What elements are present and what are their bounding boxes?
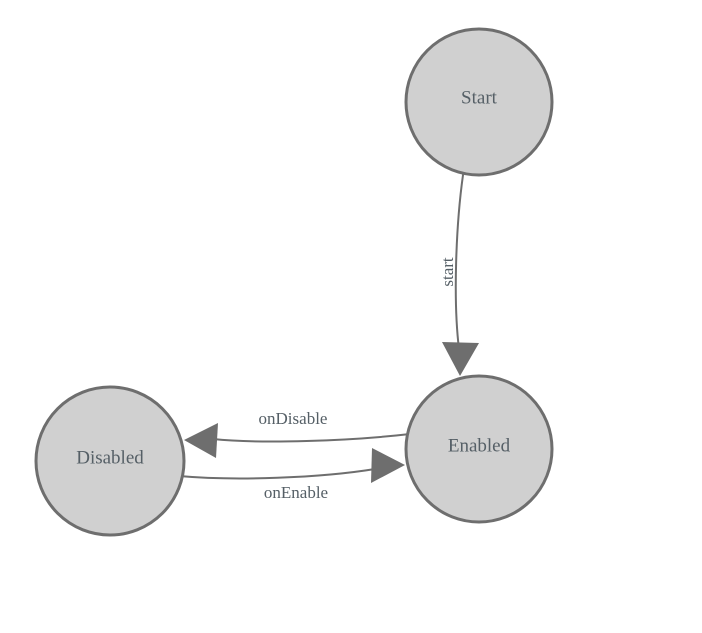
node-disabled-label: Disabled [76, 447, 144, 468]
node-start-circle [404, 27, 554, 177]
node-start[interactable]: Start [404, 27, 554, 177]
edge-enabled-to-disabled[interactable]: onDisable [184, 409, 411, 458]
node-start-label: Start [461, 87, 498, 108]
node-enabled[interactable]: Enabled [404, 374, 554, 524]
edge-start-to-enabled[interactable]: start [438, 174, 479, 376]
edge-label-ondisable: onDisable [259, 409, 328, 428]
edge-label-start: start [438, 257, 457, 287]
edge-enabled-to-disabled-arrowhead [184, 423, 218, 458]
node-disabled-circle [34, 385, 186, 537]
node-enabled-label: Enabled [448, 435, 511, 456]
edge-disabled-to-enabled-arrowhead [371, 448, 405, 483]
node-disabled[interactable]: Disabled [34, 385, 186, 537]
edge-start-to-enabled-arrowhead [442, 342, 479, 376]
edge-start-to-enabled-path [454, 174, 464, 350]
edge-enabled-to-disabled-path [212, 433, 411, 443]
node-enabled-circle [404, 374, 554, 524]
edge-disabled-to-enabled[interactable]: onEnable [178, 448, 405, 502]
edge-label-onenable: onEnable [264, 483, 328, 502]
edge-disabled-to-enabled-path [178, 468, 376, 480]
